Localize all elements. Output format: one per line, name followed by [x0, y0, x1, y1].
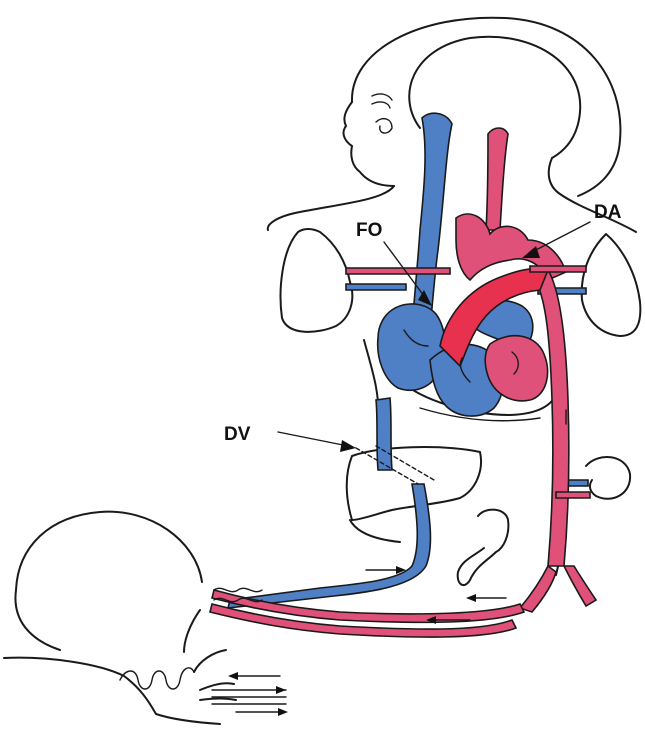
label-dv-group: DV [224, 424, 434, 484]
label-dv: DV [224, 424, 251, 445]
label-da: DA [594, 202, 622, 223]
label-da-group: DA [522, 202, 622, 258]
label-fo: FO [356, 220, 382, 241]
